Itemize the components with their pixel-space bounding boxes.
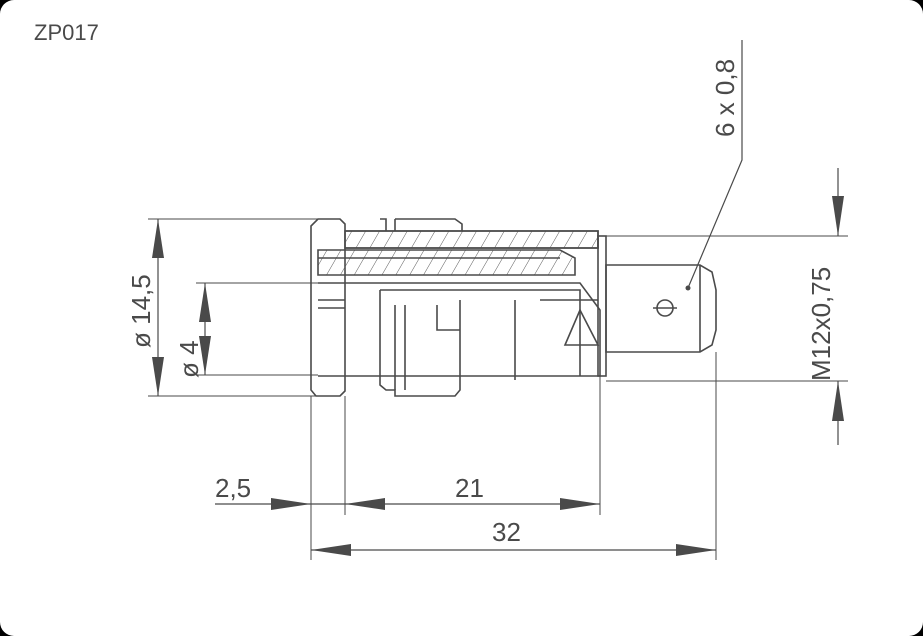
top-nut: [380, 218, 463, 231]
total-length-label: 32: [492, 517, 521, 547]
nut-lines: [394, 305, 406, 390]
contact-triangle: [563, 308, 600, 346]
flange-length-label: 2,5: [215, 473, 251, 503]
bore-diameter-label: ø 4: [174, 340, 204, 378]
solder-tab: [605, 264, 717, 353]
hatched-sleeve: [344, 230, 599, 249]
inner-sleeve: [317, 249, 576, 276]
body-length-label: 21: [455, 473, 484, 503]
part-number: ZP017: [34, 20, 99, 45]
socket-body: [310, 218, 717, 397]
bore-lines: [318, 299, 345, 309]
flange-outline: [310, 218, 346, 397]
tab-size-label: 6 x 0,8: [710, 59, 740, 137]
lower-nut: [379, 290, 461, 397]
outer-diameter-label: ø 14,5: [126, 274, 156, 348]
body-step: [380, 289, 581, 376]
nut-notch: [436, 305, 460, 331]
extension-lines: [148, 218, 848, 560]
thread-label: M12x0,75: [806, 267, 836, 381]
main-body: [318, 282, 601, 377]
dimension-lines: [152, 40, 844, 556]
